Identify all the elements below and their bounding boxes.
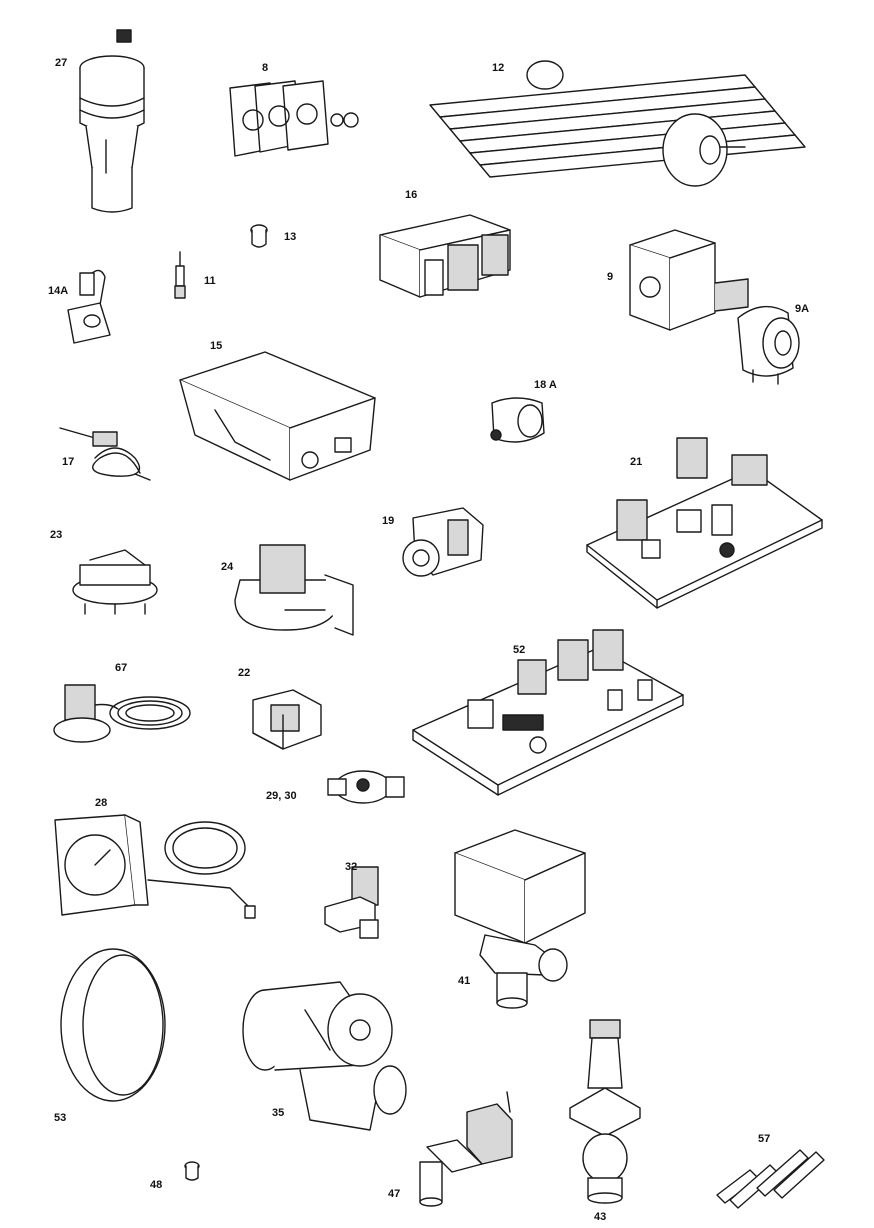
part-label-32: 32 <box>345 861 358 873</box>
part-18a-coil-drawing <box>490 397 545 443</box>
part-8-gasket-drawing <box>229 80 359 157</box>
part-label-14a: 14A <box>48 285 69 297</box>
part-label-19: 19 <box>382 515 395 527</box>
part-67-limit-thermostat-drawing <box>53 684 191 743</box>
part-27-cylinder-drawing <box>79 29 145 213</box>
part-label-47: 47 <box>388 1188 401 1200</box>
part-43-valve-drawing <box>569 1019 641 1204</box>
part-label-52: 52 <box>513 644 526 656</box>
part-label-53: 53 <box>54 1112 67 1124</box>
part-22-switch-drawing <box>252 689 322 750</box>
part-label-21: 21 <box>630 456 643 468</box>
part-47-valve-drawing <box>419 1091 513 1207</box>
part-label-28: 28 <box>95 797 108 809</box>
part-label-35: 35 <box>272 1107 285 1119</box>
part-label-43: 43 <box>594 1211 607 1223</box>
part-9-fan-housing-drawing <box>629 229 749 331</box>
part-12-burner-drawing <box>429 60 806 187</box>
part-57-tubes-drawing <box>716 1149 825 1209</box>
part-21-pcb-drawing <box>586 437 823 609</box>
part-label-9: 9 <box>607 271 614 283</box>
part-29-30-sensor-drawing <box>327 770 405 804</box>
part-9a-motor-drawing <box>737 305 800 385</box>
part-15-control-box-drawing <box>179 351 376 481</box>
part-label-8: 8 <box>262 62 269 74</box>
part-14a-bracket-drawing <box>67 269 111 344</box>
part-label-24: 24 <box>221 561 234 573</box>
part-41-diverter-valve-drawing <box>454 829 586 1009</box>
part-label-67: 67 <box>115 662 128 674</box>
part-16-gas-valve-drawing <box>379 214 511 298</box>
part-48-plug-drawing <box>184 1161 200 1181</box>
part-label-18a: 18 A <box>534 379 557 391</box>
part-label-27: 27 <box>55 57 68 69</box>
part-label-17: 17 <box>62 456 75 468</box>
part-17-thermostat-probe-drawing <box>59 427 151 481</box>
part-label-9a: 9A <box>795 303 810 315</box>
part-label-22: 22 <box>238 667 251 679</box>
part-19-switch-drawing <box>402 507 484 577</box>
part-53-expansion-vessel-drawing <box>60 948 166 1102</box>
part-label-12: 12 <box>492 62 505 74</box>
part-24-fan-assembly-drawing <box>234 544 354 636</box>
part-label-13: 13 <box>284 231 297 243</box>
part-23-pressure-switch-drawing <box>72 549 158 615</box>
part-label-29-30: 29, 30 <box>266 790 297 802</box>
part-13-plug-drawing <box>250 224 268 248</box>
part-label-11: 11 <box>204 275 216 287</box>
part-label-48: 48 <box>150 1179 163 1191</box>
part-label-57: 57 <box>758 1133 771 1145</box>
part-35-pump-drawing <box>242 981 407 1131</box>
part-52-pcb-drawing <box>412 629 684 796</box>
part-label-41: 41 <box>458 975 471 987</box>
part-label-16: 16 <box>405 189 418 201</box>
part-label-23: 23 <box>50 529 63 541</box>
part-label-15: 15 <box>210 340 223 352</box>
part-32-relief-valve-drawing <box>324 866 379 939</box>
part-28-pressure-gauge-drawing <box>54 814 256 919</box>
part-11-electrode-drawing <box>174 251 186 299</box>
